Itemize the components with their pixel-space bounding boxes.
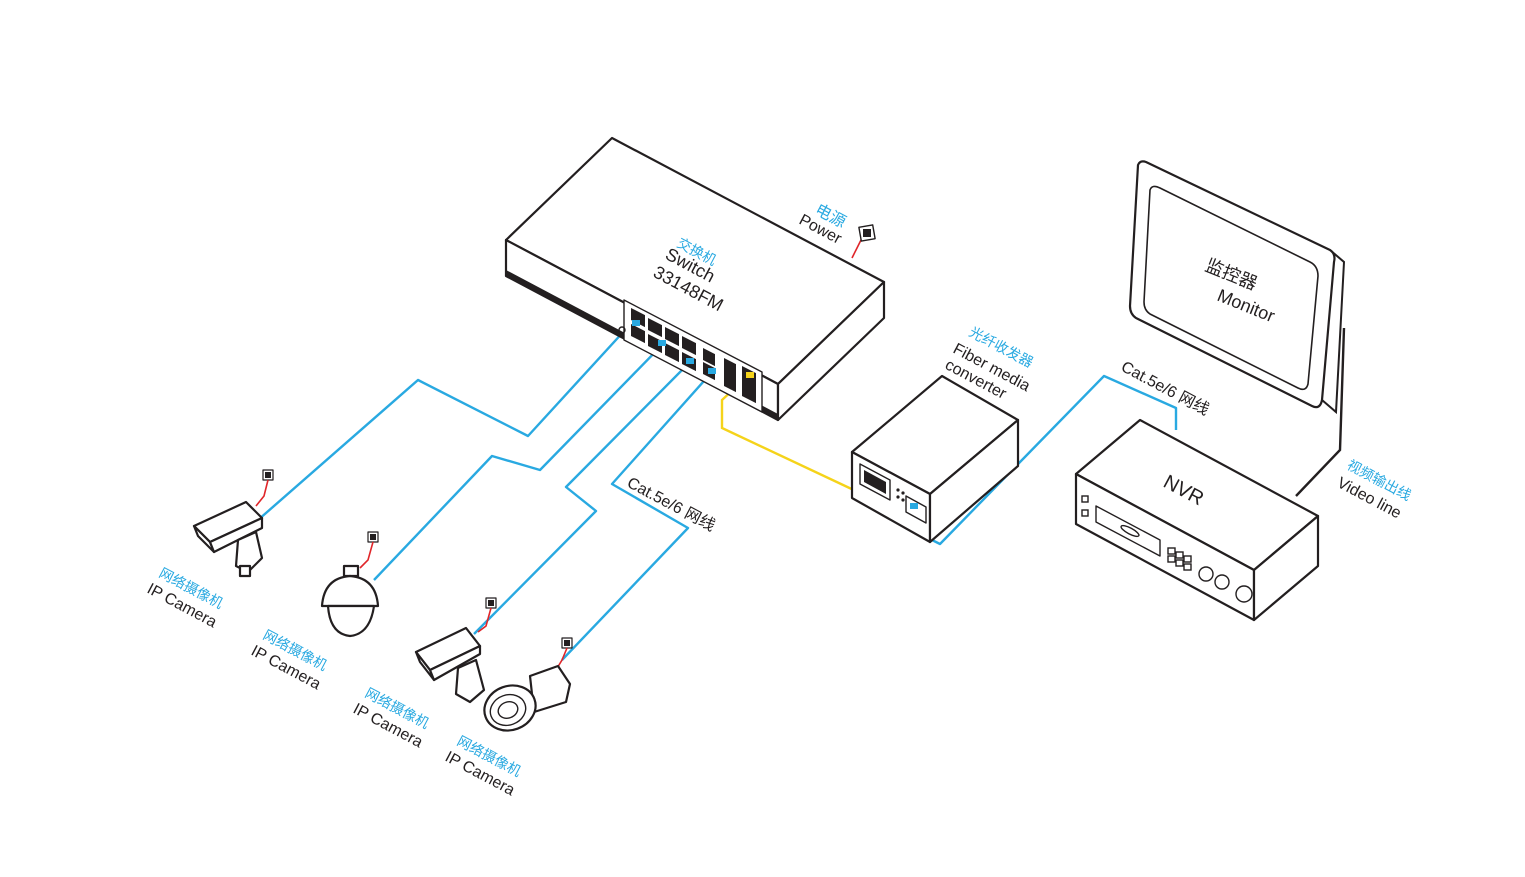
camera-2: 网络摄像机 IP Camera bbox=[248, 531, 380, 693]
cable-camera-3 bbox=[473, 361, 691, 635]
camera-1: 网络摄像机 IP Camera bbox=[144, 469, 274, 631]
switch-device: 交换机 Switch 33148FM bbox=[504, 136, 886, 422]
cable-camera-1 bbox=[257, 317, 637, 521]
fiber-converter-device: 光纤收发器 Fiber media converter bbox=[850, 324, 1035, 544]
camera-3: 网络摄像机 IP Camera bbox=[350, 597, 497, 751]
power-cable bbox=[851, 237, 863, 259]
switch-ports bbox=[618, 307, 756, 404]
monitor-device: 监控器 Monitor bbox=[1128, 160, 1346, 415]
camera-4: 网络摄像机 IP Camera bbox=[442, 637, 573, 799]
cable-label-left: Cat.5e/6 网线 bbox=[624, 474, 718, 535]
cable-camera-4 bbox=[561, 371, 713, 661]
nvr-device: NVR bbox=[1074, 418, 1320, 622]
video-line-cable bbox=[1295, 327, 1346, 497]
cable-camera-2 bbox=[373, 344, 663, 581]
